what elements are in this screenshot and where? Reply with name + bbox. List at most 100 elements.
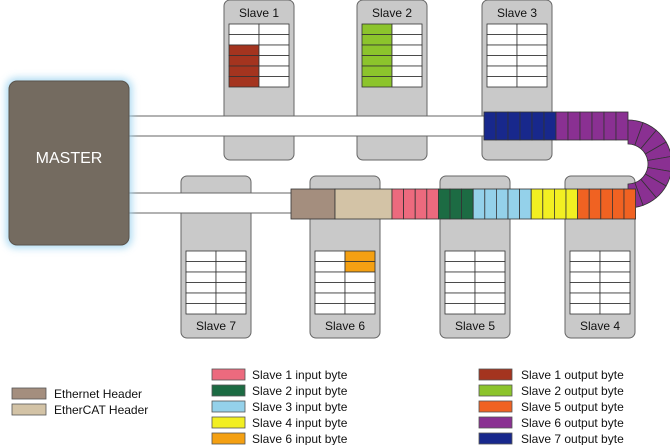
slave-6-output-byte [603, 111, 617, 141]
legend-output-swatch [478, 384, 513, 397]
memory-cell [486, 76, 518, 88]
memory-cell [258, 23, 290, 35]
slave-6-output-byte [567, 111, 581, 141]
slave-3-memory-table [486, 23, 548, 88]
slave-6-memory-table [314, 250, 376, 315]
slave-7-output-byte [495, 111, 509, 141]
memory-cell [569, 292, 601, 304]
memory-cell [228, 76, 260, 88]
memory-cell [444, 292, 476, 304]
memory-cell [474, 303, 506, 315]
master-box [8, 80, 130, 246]
memory-cell [516, 55, 548, 67]
slave-1-input-byte [414, 188, 428, 220]
legend-output-swatch [478, 368, 513, 381]
memory-cell [215, 292, 247, 304]
slave-1-memory-table [228, 23, 290, 88]
legend-output-label: Slave 2 output byte [521, 384, 624, 398]
memory-cell [258, 65, 290, 77]
memory-cell [486, 23, 518, 35]
legend-output-label: Slave 5 output byte [521, 400, 624, 414]
memory-cell [569, 250, 601, 262]
memory-cell [569, 261, 601, 273]
slave-7-output-byte [507, 111, 521, 141]
ethernet-header [290, 188, 336, 220]
legend-input-swatch [211, 384, 246, 397]
slave-5-memory-table [444, 250, 506, 315]
master-label: MASTER [36, 150, 103, 167]
memory-cell [314, 303, 346, 315]
memory-cell [486, 34, 518, 46]
memory-cell [391, 23, 423, 35]
slave-3-input-byte [472, 188, 486, 220]
memory-cell [258, 55, 290, 67]
slave-7-output-byte [519, 111, 533, 141]
legend-input-label: Slave 3 input byte [252, 400, 348, 414]
slave-5-output-byte [600, 188, 613, 220]
slave-7-output-byte [483, 111, 497, 141]
slave-4-input-byte [554, 188, 567, 220]
memory-cell [569, 303, 601, 315]
slave-2-label: Slave 2 [372, 6, 412, 20]
memory-cell [391, 76, 423, 88]
slave-5-output-byte [577, 188, 590, 220]
memory-cell [258, 34, 290, 46]
memory-cell [185, 292, 217, 304]
slave-4-input-byte [542, 188, 555, 220]
memory-cell [185, 282, 217, 294]
memory-cell [444, 261, 476, 273]
memory-cell [215, 303, 247, 315]
memory-cell [486, 44, 518, 56]
memory-cell [569, 282, 601, 294]
slave-4-input-byte [565, 188, 579, 220]
memory-cell [185, 250, 217, 262]
slave-1-input-byte [403, 188, 416, 220]
memory-cell [361, 23, 393, 35]
memory-cell [215, 261, 247, 273]
legend-output-label: Slave 6 output byte [521, 416, 624, 430]
memory-cell [599, 250, 631, 262]
slave-5-output-byte [612, 188, 625, 220]
memory-cell [444, 303, 476, 315]
memory-cell [391, 44, 423, 56]
slave-7-memory-table [185, 250, 247, 315]
memory-cell [599, 282, 631, 294]
slave-3-label: Slave 3 [497, 6, 537, 20]
slave-6-output-byte [591, 111, 605, 141]
memory-cell [361, 76, 393, 88]
slave-2-input-byte [461, 188, 474, 220]
memory-cell [228, 23, 260, 35]
slave-7-label: Slave 7 [196, 319, 236, 333]
legend-input-swatch [211, 400, 246, 413]
slave-4-memory-table [569, 250, 631, 315]
memory-cell [344, 250, 376, 262]
memory-cell [185, 271, 217, 283]
memory-cell [314, 271, 346, 283]
memory-cell [258, 76, 290, 88]
slave-3-input-byte [519, 188, 532, 220]
legend-input-label: Slave 4 input byte [252, 416, 348, 430]
slave-3-input-byte [495, 188, 509, 220]
slave-7: Slave 7 [180, 175, 252, 339]
slave-2-input-byte [449, 188, 463, 220]
slave-1-input-byte [391, 188, 405, 220]
memory-cell [361, 55, 393, 67]
memory-cell [569, 271, 601, 283]
memory-cell [599, 261, 631, 273]
memory-cell [474, 261, 506, 273]
legend-header-label: EtherCAT Header [54, 403, 148, 417]
memory-cell [474, 292, 506, 304]
memory-cell [599, 303, 631, 315]
slave-6-label: Slave 6 [325, 319, 365, 333]
legend-header-swatch [11, 403, 47, 416]
legend-output-label: Slave 7 output byte [521, 432, 624, 445]
slave-4-label: Slave 4 [580, 319, 620, 333]
legend-input-swatch [211, 432, 246, 445]
memory-cell [228, 34, 260, 46]
ethercat-frame [290, 111, 670, 220]
slave-3-input-byte [507, 188, 521, 220]
slave-6-output-byte [615, 111, 629, 141]
